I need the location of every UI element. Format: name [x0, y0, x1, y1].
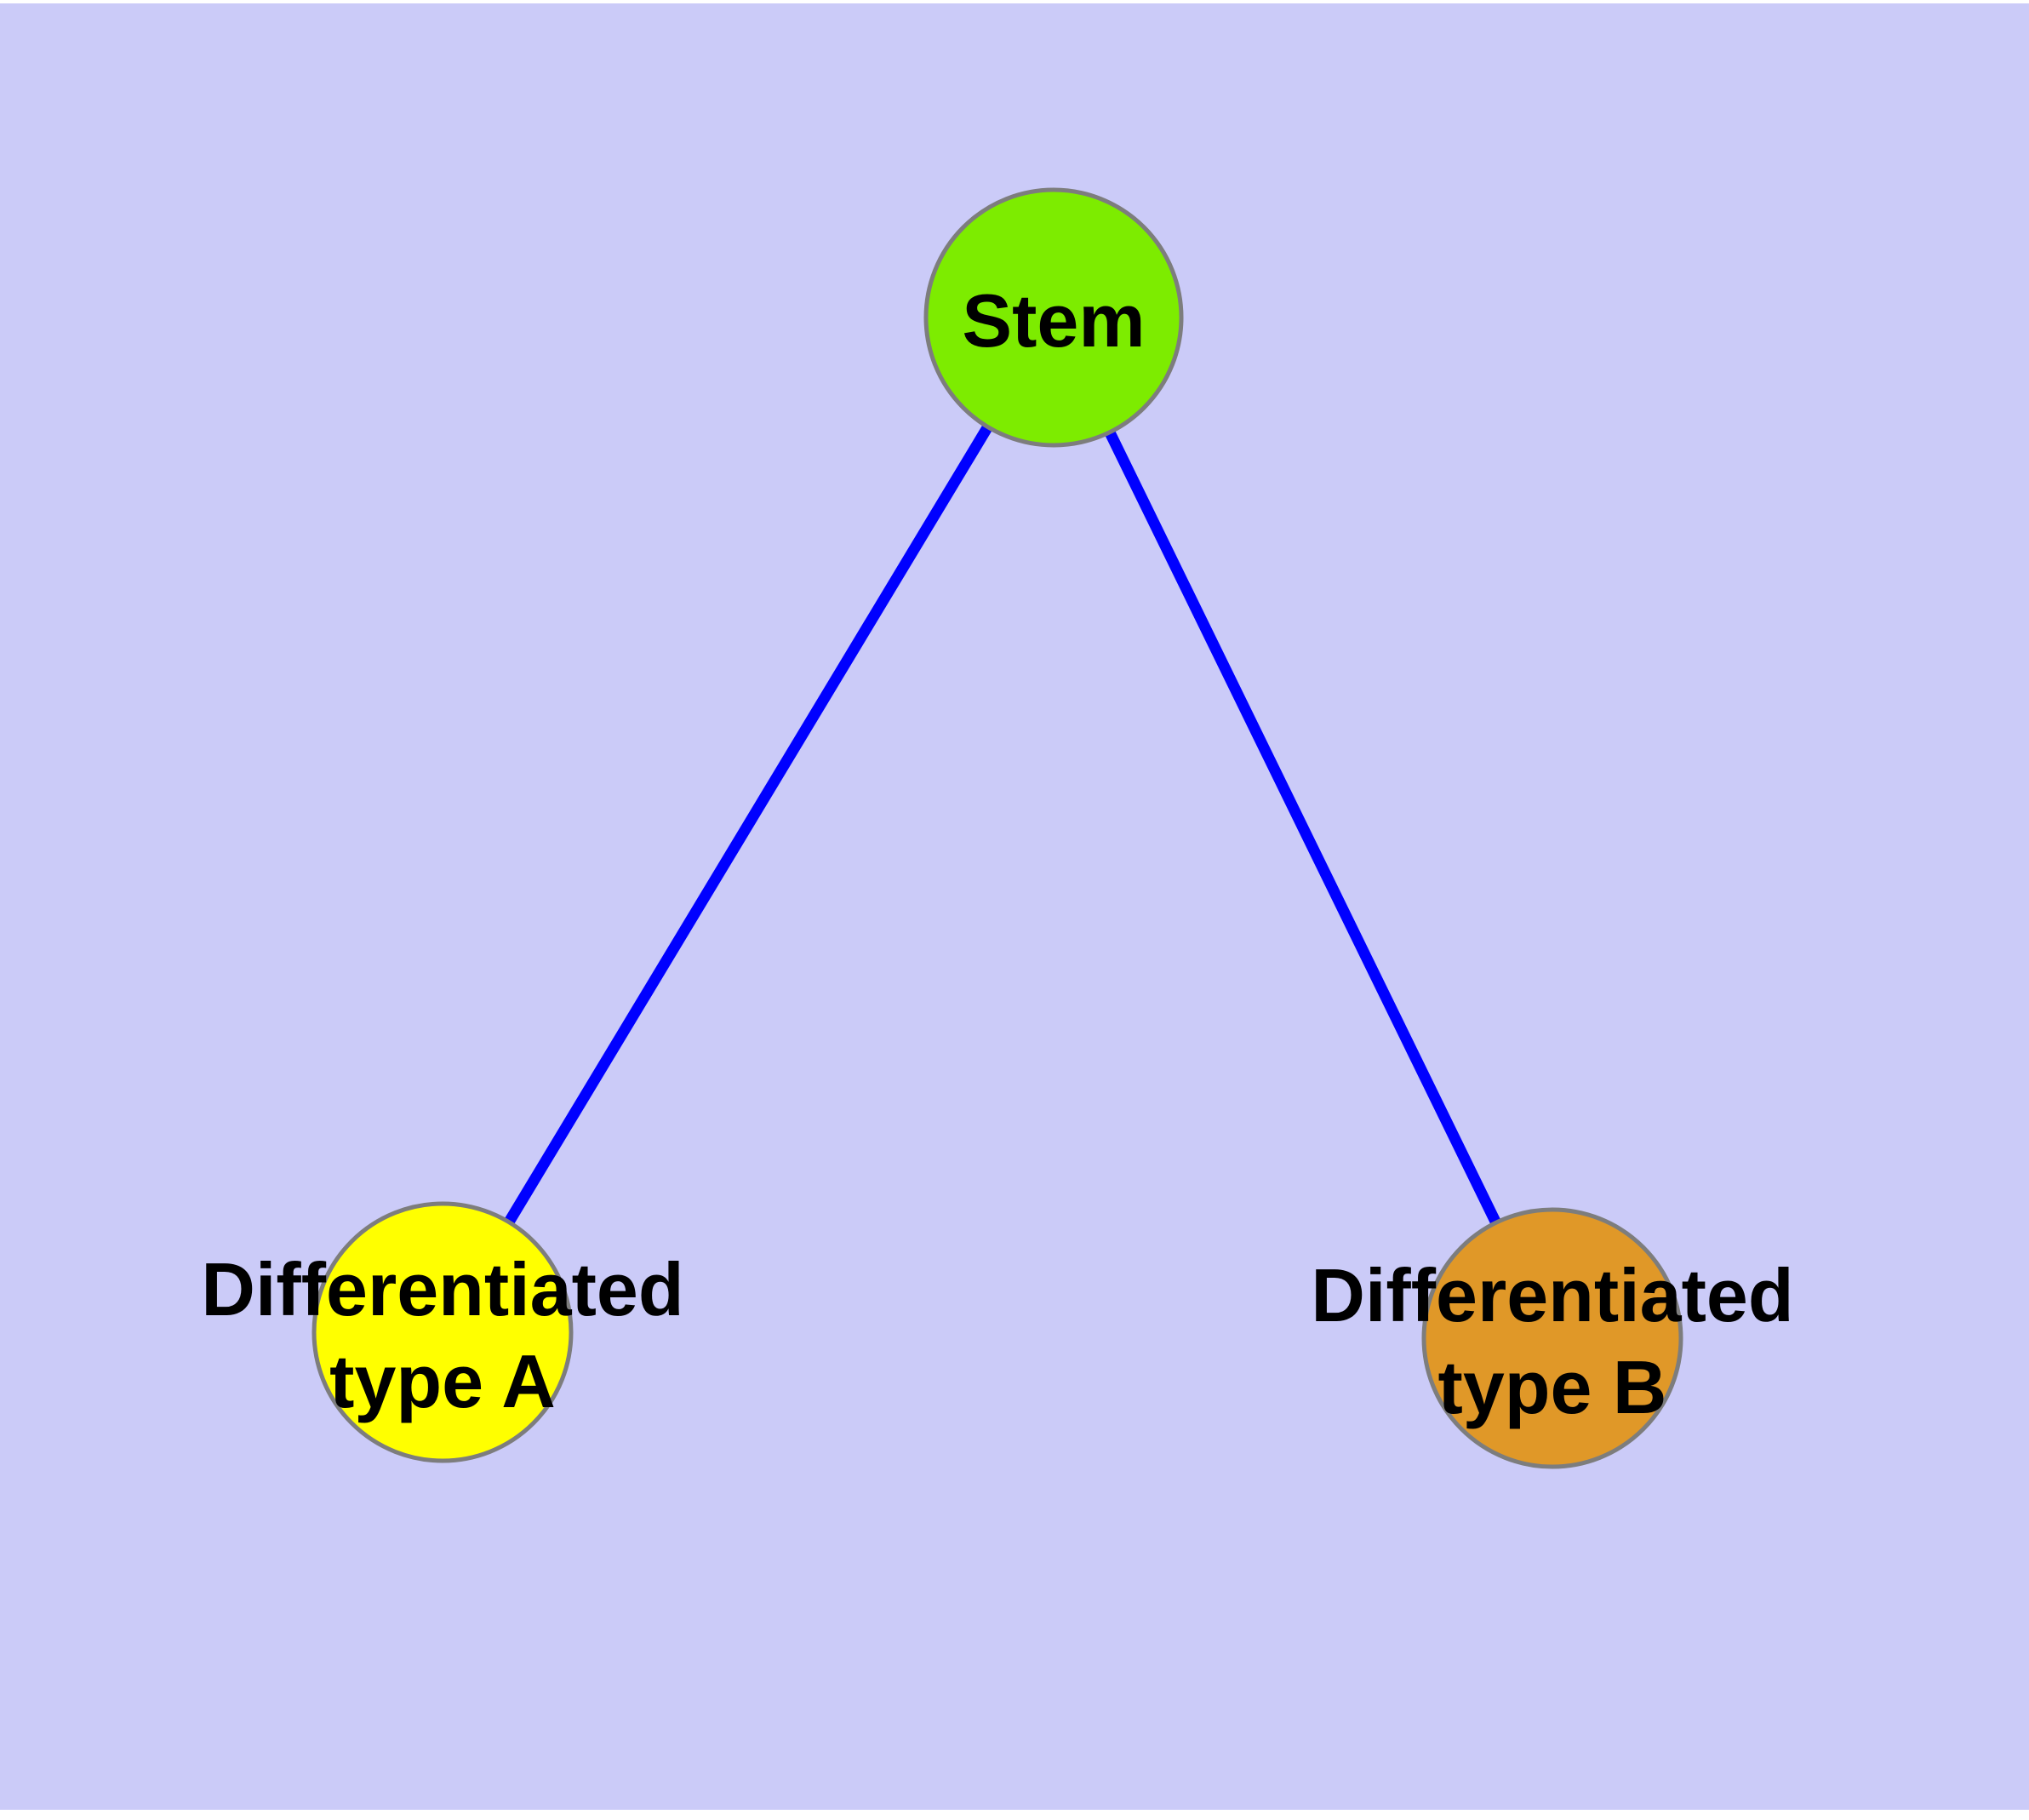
- node-differentiated-type-a-label-line-1: Differentiated: [201, 1247, 683, 1331]
- node-differentiated-type-b-label-line-1: Differentiated: [1311, 1253, 1793, 1337]
- node-differentiated-type-a-circle: [311, 1201, 574, 1463]
- node-stem-label-line-1: Stem: [962, 278, 1145, 363]
- node-differentiated-type-b-circle: [1421, 1207, 1683, 1469]
- node-differentiated-type-a-label-line-2: type A: [329, 1339, 556, 1423]
- node-stem-circle: [923, 187, 1184, 448]
- node-differentiated-type-b-label-line-2: type B: [1438, 1345, 1667, 1429]
- edge-stem-to-differentiated-type-a: [437, 314, 1059, 1336]
- edge-stem-to-differentiated-type-b: [1049, 315, 1557, 1341]
